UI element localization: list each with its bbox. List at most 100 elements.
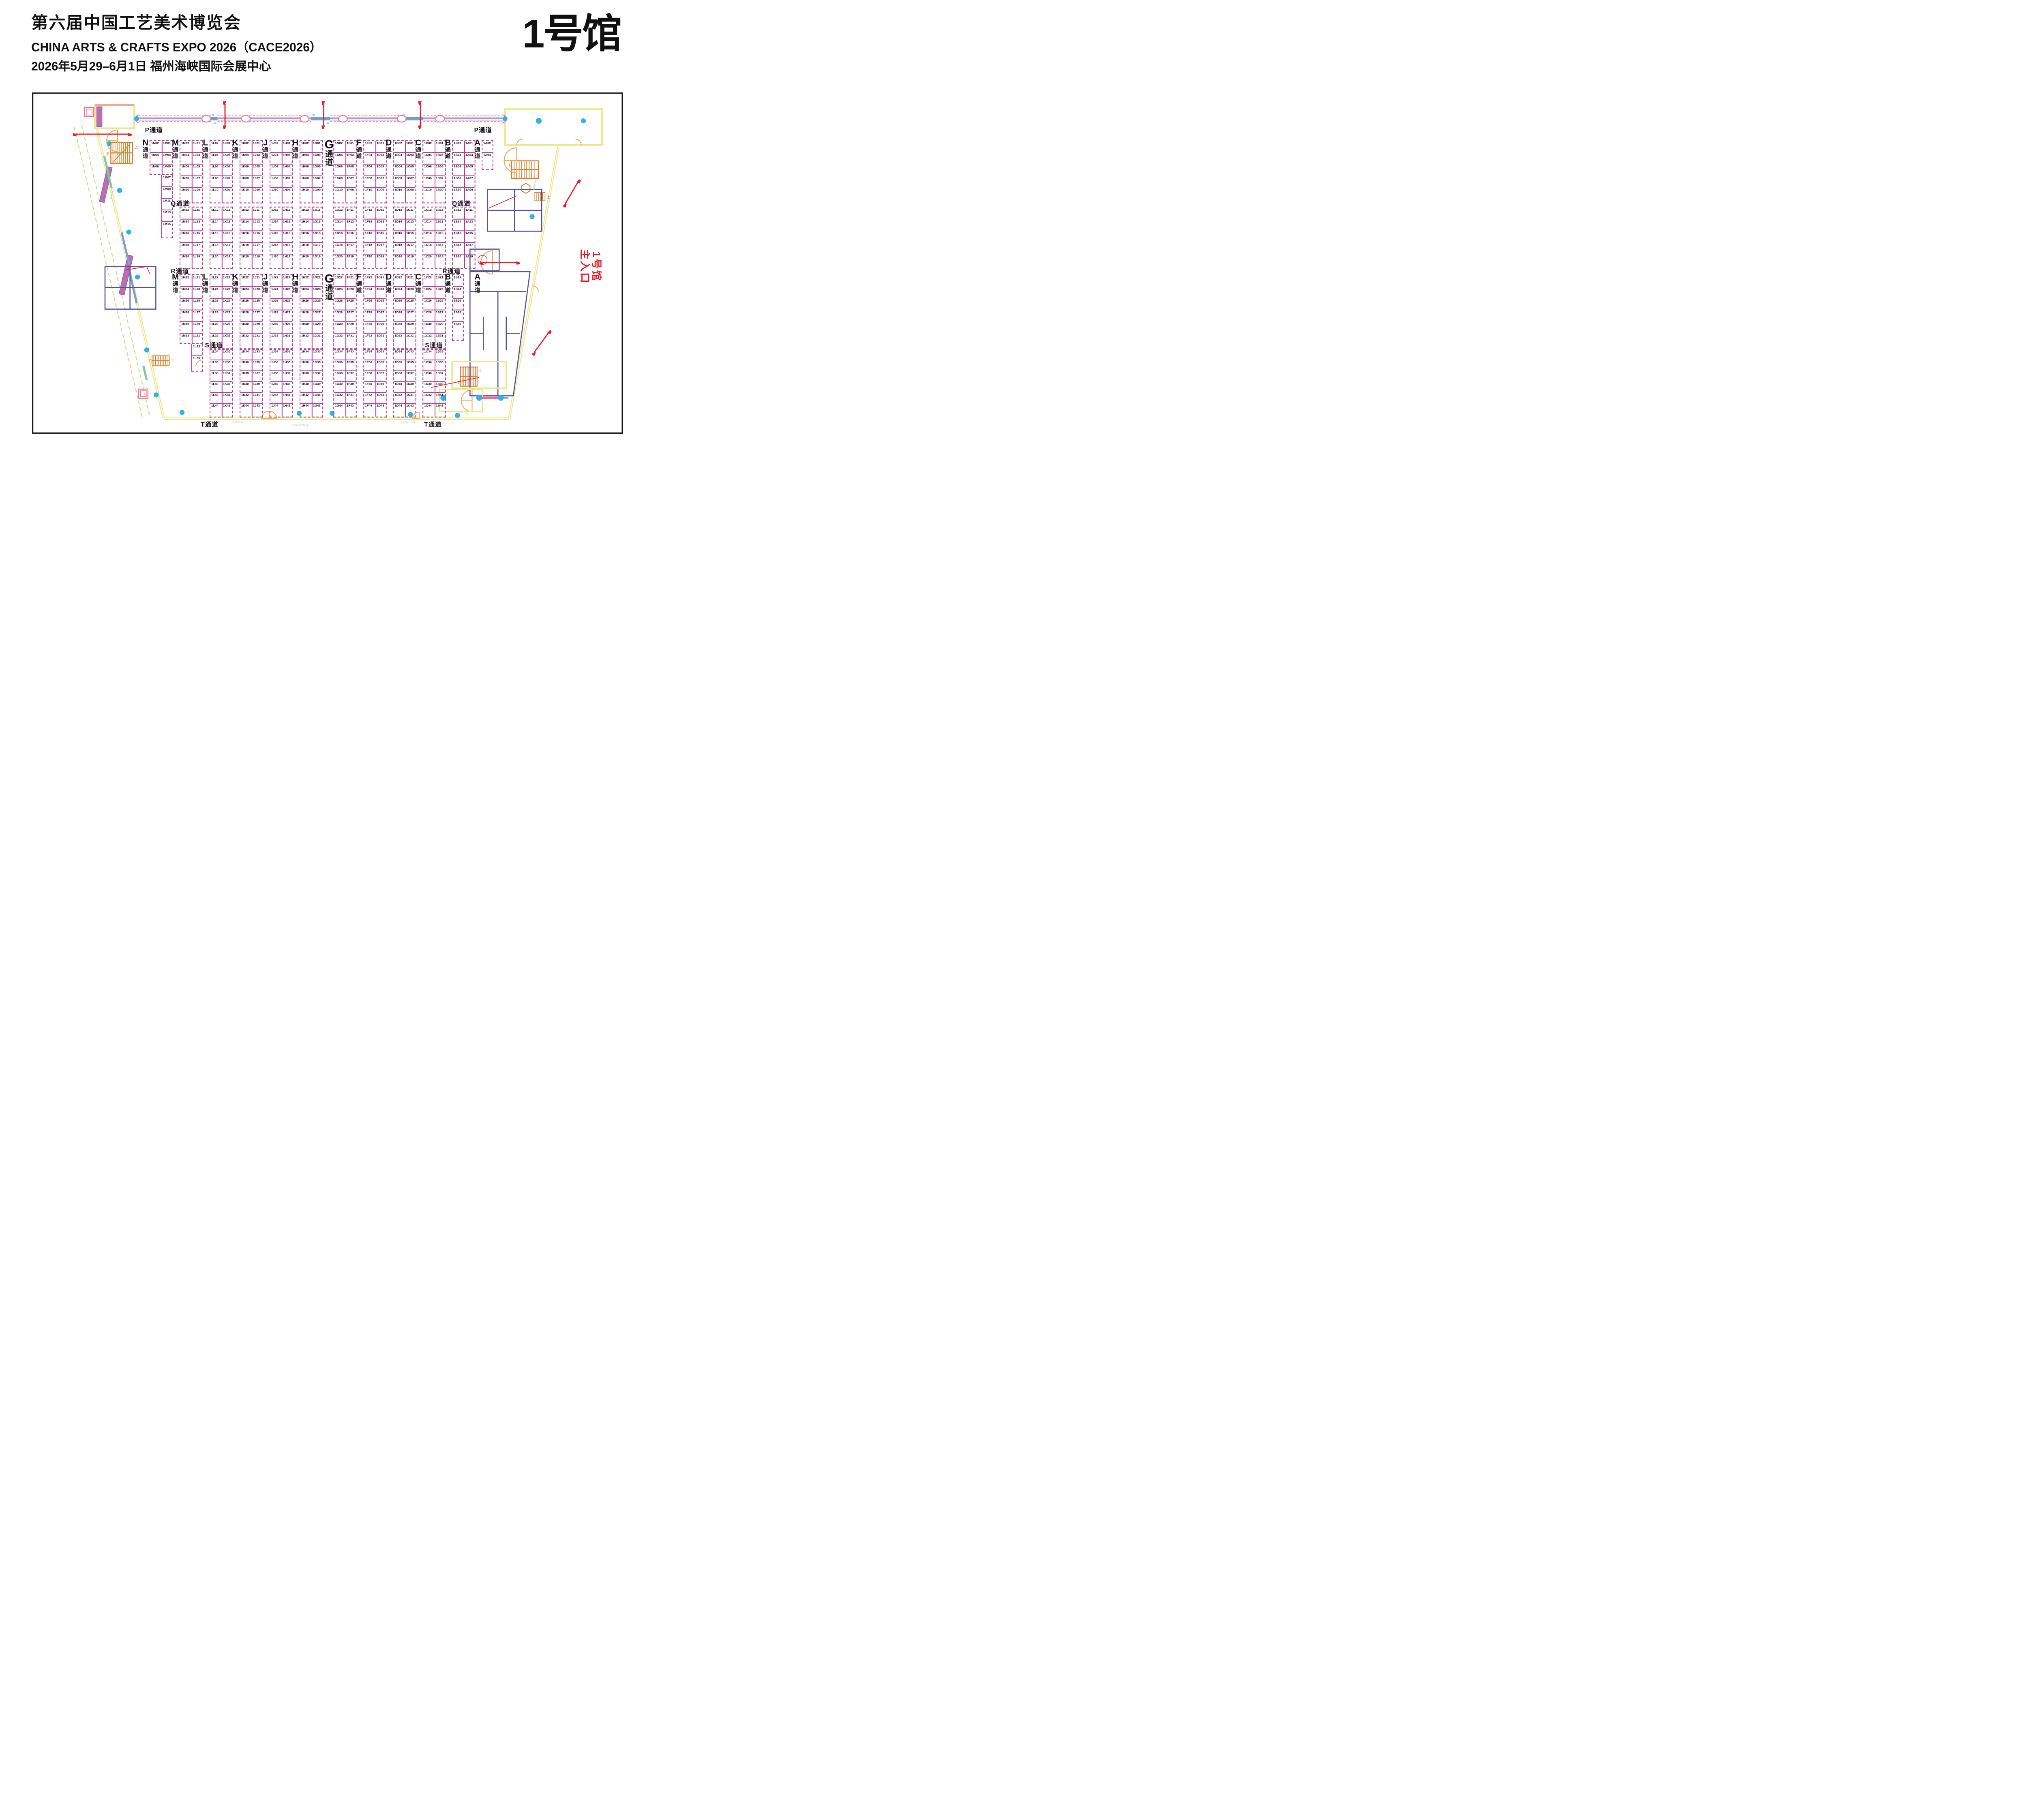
booth-1D32: 1D32 [394, 334, 402, 338]
booth-1B30: 1B30 [454, 322, 461, 326]
booth-1F16: 1F16 [365, 231, 372, 235]
booth-1K37: 1K37 [223, 371, 231, 375]
booth-1C33: 1C33 [406, 349, 414, 353]
booth-1H04: 1H04 [301, 153, 309, 157]
booth-1J35: 1J35 [253, 360, 260, 364]
booth-1B21: 1B21 [436, 275, 444, 279]
booth-1J30: 1J30 [271, 322, 279, 326]
booth-1C40: 1C40 [424, 382, 432, 386]
booth-1G44: 1G44 [335, 403, 343, 408]
booth-1L27: 1L27 [193, 310, 200, 314]
booth-1B35: 1B35 [436, 360, 444, 364]
booth-1D29: 1D29 [377, 322, 384, 326]
booth-1K11: 1K11 [223, 208, 230, 212]
booth-1B15: 1B15 [436, 231, 444, 235]
svg-text:G.M.1024: G.M.1024 [231, 421, 244, 424]
booth-1K28: 1K28 [241, 310, 249, 314]
booth-1H07: 1H07 [283, 176, 291, 180]
booth-1G39: 1G39 [313, 382, 321, 386]
booth-1C19: 1C19 [406, 254, 414, 259]
booth-1J07: 1J07 [253, 176, 260, 180]
booth-1H23: 1H23 [283, 287, 291, 291]
column-dots [107, 116, 586, 418]
booth-1B01: 1B01 [436, 141, 444, 145]
booth-1M33: 1M33 [181, 334, 189, 338]
booth-1F40: 1F40 [365, 382, 372, 386]
booth-1J29: 1J29 [253, 322, 260, 326]
booth-1D34: 1D34 [394, 349, 402, 353]
booth-1G10: 1G10 [335, 188, 343, 192]
booth-1C07: 1C07 [406, 176, 414, 180]
booth-1G30: 1G30 [335, 322, 343, 326]
booth-1H44: 1H44 [301, 403, 309, 408]
booth-1G37: 1G37 [313, 371, 321, 375]
booth-1C22: 1C22 [424, 275, 432, 279]
booth-1G18: 1G18 [335, 243, 343, 247]
booth-1B06: 1B06 [454, 164, 461, 169]
booth-1L07: 1L07 [193, 176, 200, 180]
booth-1K44: 1K44 [241, 403, 249, 408]
svg-text:G.M.1024: G.M.1024 [403, 421, 416, 424]
booth-1J21: 1J21 [253, 275, 260, 279]
booth-1H33: 1H33 [283, 349, 291, 353]
aisle-label-p-left: P通道 [145, 126, 163, 134]
booth-1D43: 1D43 [377, 403, 384, 408]
booth-1L05: 1L05 [193, 164, 200, 169]
booth-1M03: 1M03 [163, 153, 171, 157]
expo-title-english: CHINA ARTS & CRAFTS EXPO 2026（CACE2026） [31, 41, 322, 54]
booth-1L29: 1L29 [193, 322, 200, 326]
booth-1C41: 1C41 [406, 393, 414, 397]
booth-1G19: 1G19 [313, 254, 321, 259]
booth-1J08: 1J08 [271, 176, 279, 180]
booth-1H28: 1H28 [301, 310, 309, 314]
svg-text:上: 上 [546, 195, 550, 199]
booth-1F38: 1F38 [365, 371, 372, 375]
booth-1J01: 1J01 [253, 141, 260, 145]
booth-1L30: 1L30 [211, 322, 219, 326]
booth-1L16: 1L16 [211, 231, 219, 235]
red-accent-lines [125, 195, 517, 388]
booth-1C28: 1C28 [424, 310, 432, 314]
booth-1D08: 1D08 [394, 176, 402, 180]
booth-1G23: 1G23 [313, 287, 321, 291]
booth-1M10: 1M10 [181, 188, 189, 192]
corridor-columns [201, 115, 445, 123]
booth-1L44: 1L44 [211, 403, 219, 408]
booth-1J25: 1J25 [253, 298, 260, 303]
booth-1D36: 1D36 [394, 360, 402, 364]
booth-1H02: 1H02 [301, 141, 309, 145]
booth-1G09: 1G09 [313, 188, 321, 192]
booth-1H29: 1H29 [283, 322, 291, 326]
booth-1D17: 1D17 [377, 243, 384, 247]
booth-1K09: 1K09 [223, 188, 231, 192]
room-top-right [504, 108, 603, 146]
booth-1J43: 1J43 [253, 403, 260, 408]
booth-1M13: 1M13 [163, 210, 171, 214]
booth-1K27: 1K27 [223, 310, 231, 314]
booth-1L09: 1L09 [193, 188, 200, 192]
booth-1K35: 1K35 [223, 360, 231, 364]
booth-1L20: 1L20 [211, 254, 219, 259]
booth-1G14: 1G14 [335, 219, 343, 223]
booth-1F39: 1F39 [347, 382, 354, 386]
booth-1C25: 1C25 [406, 298, 414, 303]
